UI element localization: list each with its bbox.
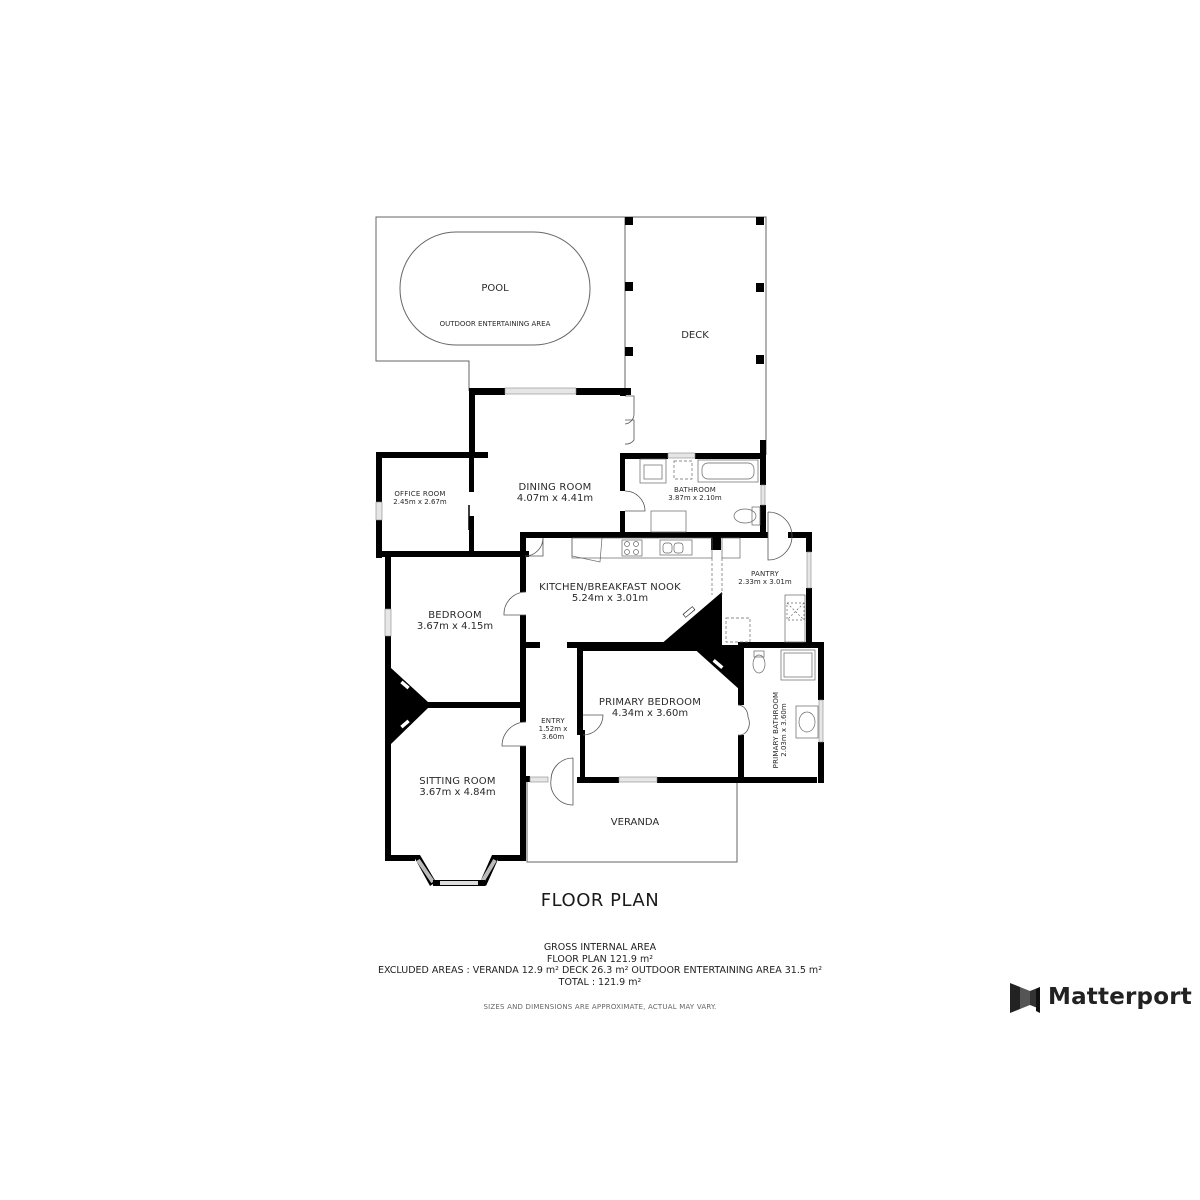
room-dimensions: 2.45m x 2.67m [393,498,447,506]
area-summary: GROSS INTERNAL AREA FLOOR PLAN 121.9 m² … [360,942,840,988]
room-dimensions: 3.60m [541,733,565,741]
room-name: PRIMARY BEDROOM [598,697,702,708]
matterport-icon-spacer [1010,982,1040,1012]
pool-shape [399,231,591,346]
room-name: BATHROOM [673,486,717,494]
room-kitchen: KITCHEN/BREAKFAST NOOK 5.24m x 3.01m [530,582,690,604]
room-dining: DINING ROOM 4.07m x 4.41m [505,482,605,504]
bay-window [413,855,500,886]
fireplace-mass-left [391,668,428,744]
fireplace-mass-center [660,592,722,645]
room-dimensions: 3.67m x 4.15m [416,621,494,632]
brand-name: Matterport [1048,984,1192,1010]
bathroom-fixtures [639,458,819,739]
room-dimensions: 4.34m x 3.60m [611,708,689,719]
room-dimensions: 2.33m x 3.01m [738,578,792,586]
room-name: DINING ROOM [518,482,592,493]
room-name: PRIMARY BATHROOM [772,691,780,769]
floor-plan-title: FLOOR PLAN [540,890,660,911]
brand-logo: Matterport [1010,982,1192,1012]
deck-label: DECK [681,330,709,341]
room-name: SITTING ROOM [419,776,496,787]
room-dimensions: 2.03m x 3.60m [780,703,788,757]
deck-outline [625,216,767,455]
fireplace-mass-right [690,645,740,690]
doors [468,395,793,806]
room-name: ENTRY [541,717,565,725]
veranda-outline [526,780,738,863]
room-sitting: SITTING ROOM 3.67m x 4.84m [410,776,505,798]
walls [376,388,824,861]
floor-plan-area: FLOOR PLAN 121.9 m² [546,953,654,965]
room-primary-bedroom: PRIMARY BEDROOM 4.34m x 3.60m [590,697,710,719]
room-entry: ENTRY 1.52m x 3.60m [530,717,576,741]
room-dimensions: 4.07m x 4.41m [516,493,594,504]
room-primary-bathroom: PRIMARY BATHROOM 2.03m x 3.60m [772,690,788,770]
kitchen-fixtures [571,510,806,643]
pool-label: POOL [481,283,509,294]
matterport-logo-icon [1010,983,1040,1013]
disclaimer: SIZES AND DIMENSIONS ARE APPROXIMATE, AC… [483,1003,717,1011]
room-name: PANTRY [751,570,779,578]
room-bedroom: BEDROOM 3.67m x 4.15m [410,610,500,632]
total-area: TOTAL : 121.9 m² [558,976,642,988]
deck-posts [625,217,764,364]
room-dimensions: 5.24m x 3.01m [571,593,649,604]
windows [375,387,824,783]
room-dimensions: 3.87m x 2.10m [668,494,722,502]
excluded-areas: EXCLUDED AREAS : VERANDA 12.9 m² DECK 26… [377,965,822,976]
veranda-label: VERANDA [610,817,660,828]
room-bathroom: BATHROOM 3.87m x 2.10m [660,486,730,502]
room-dimensions: 1.52m x [538,725,568,733]
gross-internal-area-heading: GROSS INTERNAL AREA [543,942,657,953]
room-dimensions: 3.67m x 4.84m [419,787,496,798]
room-office: OFFICE ROOM 2.45m x 2.67m [385,490,455,506]
outdoor-entertaining-outline [375,216,625,391]
room-pantry: PANTRY 2.33m x 3.01m [730,570,800,586]
room-name: OFFICE ROOM [394,490,446,498]
room-name: BEDROOM [428,610,482,621]
room-name: KITCHEN/BREAKFAST NOOK [539,582,681,593]
outdoor-entertaining-label: OUTDOOR ENTERTAINING AREA [439,320,551,328]
